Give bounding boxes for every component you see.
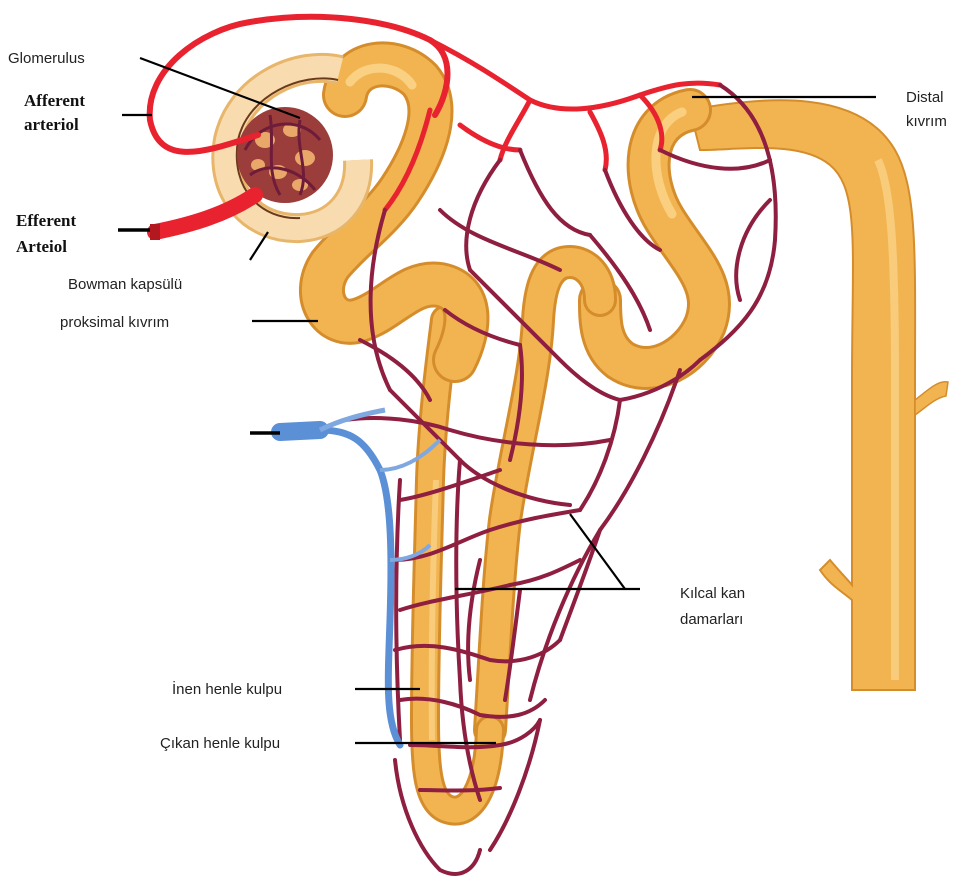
label-afferent-1: Afferent — [24, 91, 85, 110]
label-inen: İnen henle kulpu — [172, 680, 282, 698]
label-kilcal-2: damarları — [680, 611, 743, 628]
label-glomerulus: Glomerulus — [8, 50, 85, 67]
label-efferent-2: Arteiol — [16, 237, 67, 256]
labels: Glomerulus Afferent arteriol Efferent Ar… — [8, 50, 947, 752]
distal-tubule — [600, 110, 709, 368]
label-distal-2: kıvrım — [906, 113, 947, 130]
label-kilcal-1: Kılcal kan — [680, 585, 745, 602]
leader-kilcal-2 — [570, 514, 625, 589]
label-efferent-1: Efferent — [16, 211, 76, 230]
label-afferent-2: arteriol — [24, 115, 79, 134]
leader-bowman — [250, 232, 268, 260]
label-bowman: Bowman kapsülü — [68, 276, 182, 293]
label-distal-1: Distal — [906, 89, 944, 106]
label-cikan: Çıkan henle kulpu — [160, 735, 280, 752]
label-proksimal: proksimal kıvrım — [60, 314, 169, 331]
